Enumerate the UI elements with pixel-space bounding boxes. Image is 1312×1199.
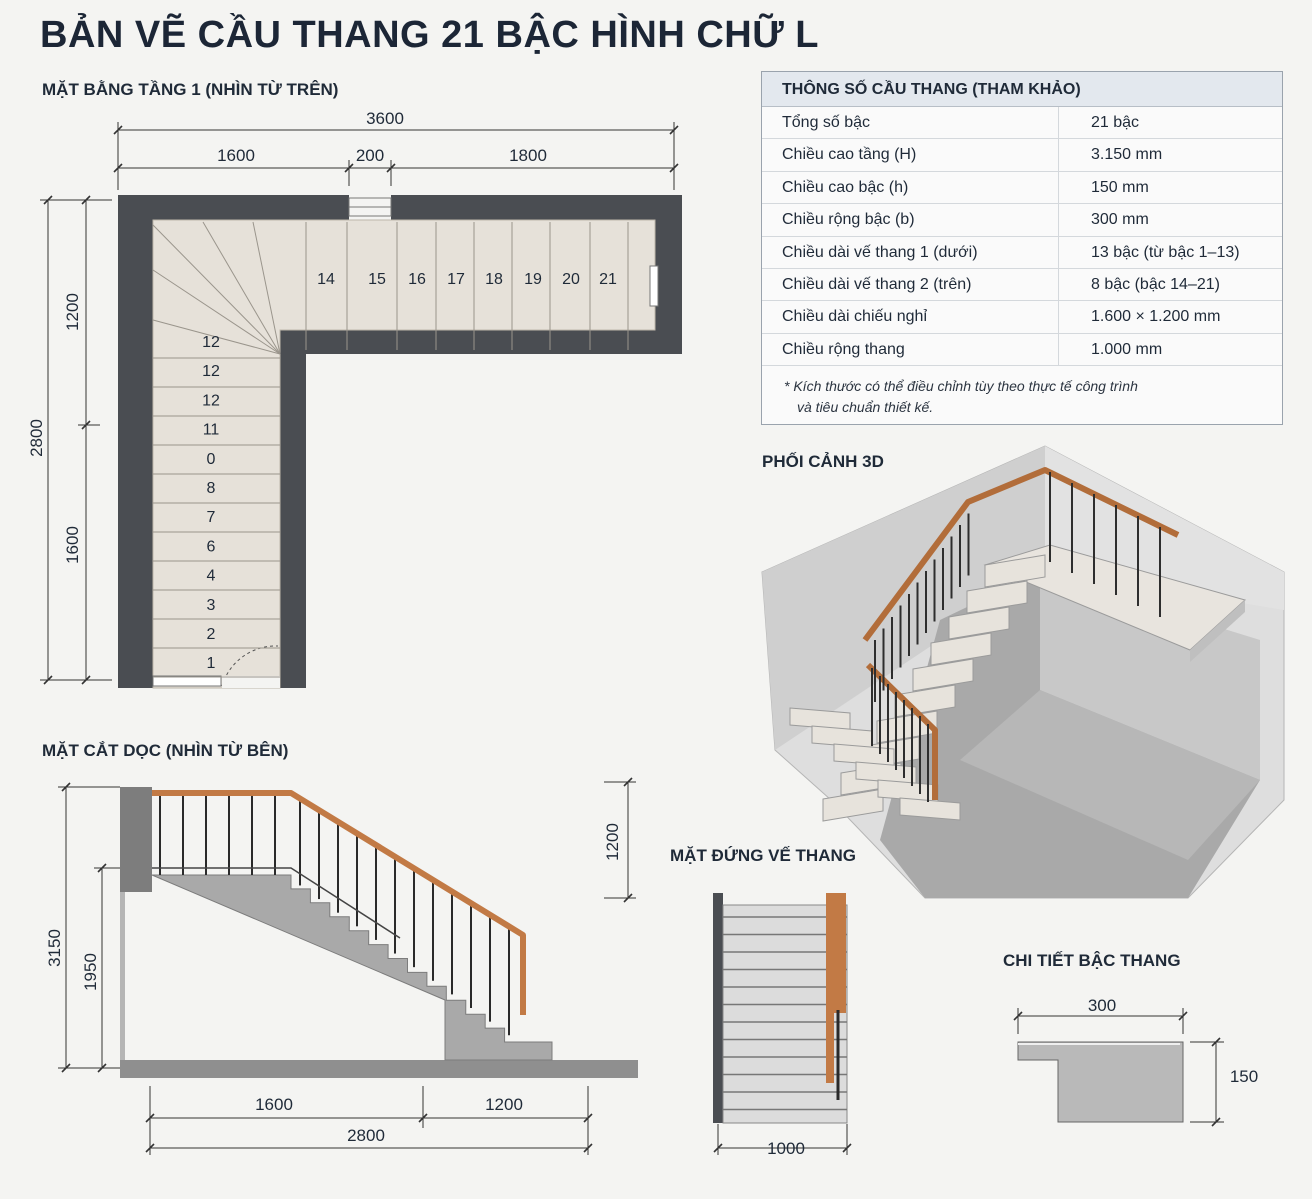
- spec-row: Tổng số bậc 21 bậc: [762, 107, 1282, 140]
- dim-left: 1600: [217, 146, 255, 165]
- spec-note-line1: * Kích thước có thể điều chỉnh tùy theo …: [784, 378, 1138, 395]
- spec-value: 13 bậc (từ bậc 1–13): [1091, 243, 1240, 261]
- spec-label: Chiều rộng bậc (b): [762, 204, 1059, 236]
- spec-label: Chiều dài vế thang 1 (dưới): [762, 236, 1059, 268]
- step-number: 18: [485, 271, 503, 288]
- step-number: 14: [317, 271, 335, 288]
- perspective-3d-drawing: [761, 445, 1285, 899]
- plan-section-title: MẶT BẰNG TẦNG 1 (NHÌN TỪ TRÊN): [42, 80, 339, 99]
- spec-value: 150 mm: [1091, 178, 1149, 196]
- spec-value: 1.000 mm: [1091, 340, 1163, 358]
- section-handrail: [152, 790, 526, 1015]
- dim-riser: 150: [1230, 1067, 1258, 1086]
- spec-label: Tổng số bậc: [762, 107, 1059, 139]
- spec-table: THÔNG SỐ CẦU THANG (THAM KHẢO) Tổng số b…: [761, 71, 1283, 425]
- section-view-drawing: 3150 1950 1200 1600 1200 2800: [45, 777, 638, 1155]
- step-number: 6: [207, 538, 216, 555]
- view3d-title: PHỐI CẢNH 3D: [762, 452, 884, 471]
- spec-row: Chiều rộng bậc (b) 300 mm: [762, 204, 1282, 237]
- step-number: 15: [368, 271, 386, 288]
- elevation-drawing: 1000: [713, 893, 852, 1158]
- spec-value: 21 bậc: [1091, 114, 1140, 131]
- dim-total-width: 3600: [366, 109, 404, 128]
- step-number: 12: [202, 363, 220, 380]
- step-number: 2: [207, 626, 216, 643]
- step-number: 16: [408, 271, 426, 288]
- spec-label: Chiều dài vế thang 2 (trên): [762, 268, 1059, 301]
- spec-label: Chiều dài chiếu nghỉ: [762, 301, 1059, 333]
- step-number: 20: [562, 271, 580, 288]
- spec-row: Chiều cao tầng (H) 3.150 mm: [762, 139, 1282, 172]
- dim-top: 1200: [63, 293, 82, 331]
- spec-value: 3.150 mm: [1091, 146, 1163, 164]
- detail-title: CHI TIẾT BẬC THANG: [1003, 951, 1181, 970]
- dim-bottom: 1600: [63, 526, 82, 564]
- section-wall: [120, 787, 152, 892]
- spec-value: 1.600 × 1.200 mm: [1091, 308, 1221, 326]
- step-number: 17: [447, 271, 465, 288]
- spec-value: 8 bậc (bậc 14–21): [1091, 275, 1220, 293]
- dim-right: 1800: [509, 146, 547, 165]
- dim-tread: 300: [1088, 996, 1116, 1015]
- dim-total-height: 2800: [27, 419, 46, 457]
- dim-gap: 200: [356, 146, 384, 165]
- step-detail-drawing: 300 150: [1013, 996, 1258, 1127]
- spec-row: Chiều dài chiếu nghỉ 1.600 × 1.200 mm: [762, 301, 1282, 334]
- step-number: 7: [207, 509, 216, 526]
- spec-header: THÔNG SỐ CẦU THANG (THAM KHẢO): [762, 72, 1282, 107]
- spec-row: Chiều dài vế thang 2 (trên) 8 bậc (bậc 14…: [762, 268, 1282, 302]
- spec-label: Chiều cao bậc (h): [762, 171, 1059, 204]
- spec-note-line2: và tiêu chuẩn thiết kế.: [797, 399, 934, 416]
- step-number: 8: [207, 480, 216, 497]
- spec-row: Chiều dài vế thang 1 (dưới) 13 bậc (từ bậ…: [762, 236, 1282, 269]
- step-number: 3: [207, 597, 216, 614]
- section-view-title: MẶT CẮT DỌC (NHÌN TỪ BÊN): [42, 741, 289, 760]
- page-title: BẢN VẼ CẦU THANG 21 BẬC HÌNH CHỮ L: [40, 14, 820, 56]
- dim-h-total: 3150: [45, 929, 64, 967]
- step-number: 12: [202, 334, 220, 351]
- spec-row: Chiều rộng thang 1.000 mm: [762, 333, 1282, 367]
- spec-note: * Kích thước có thể điều chỉnh tùy theo …: [762, 366, 1282, 418]
- dim-h-lower: 1950: [81, 953, 100, 991]
- step-number: 0: [207, 451, 216, 468]
- step-number: 12: [202, 392, 220, 409]
- spec-value: 300 mm: [1091, 211, 1149, 229]
- dim-rail: 1200: [603, 823, 622, 861]
- plan-floor: [152, 219, 656, 689]
- elevation-title: MẶT ĐỨNG VẾ THANG: [670, 846, 856, 865]
- dim-run2: 1200: [485, 1095, 523, 1114]
- step-number: 11: [203, 422, 220, 439]
- floor-slab: [120, 1060, 638, 1078]
- dim-run-total: 2800: [347, 1126, 385, 1145]
- dim-run1: 1600: [255, 1095, 293, 1114]
- dim-elev-width: 1000: [767, 1139, 805, 1158]
- spec-label: Chiều rộng thang: [762, 333, 1059, 366]
- step-number: 19: [524, 271, 542, 288]
- section-stair: [151, 874, 553, 1061]
- spec-row: Chiều cao bậc (h) 150 mm: [762, 171, 1282, 205]
- step-number: 21: [599, 271, 617, 288]
- step-number: 1: [207, 655, 216, 672]
- step-number: 4: [207, 568, 216, 585]
- spec-label: Chiều cao tầng (H): [762, 139, 1059, 171]
